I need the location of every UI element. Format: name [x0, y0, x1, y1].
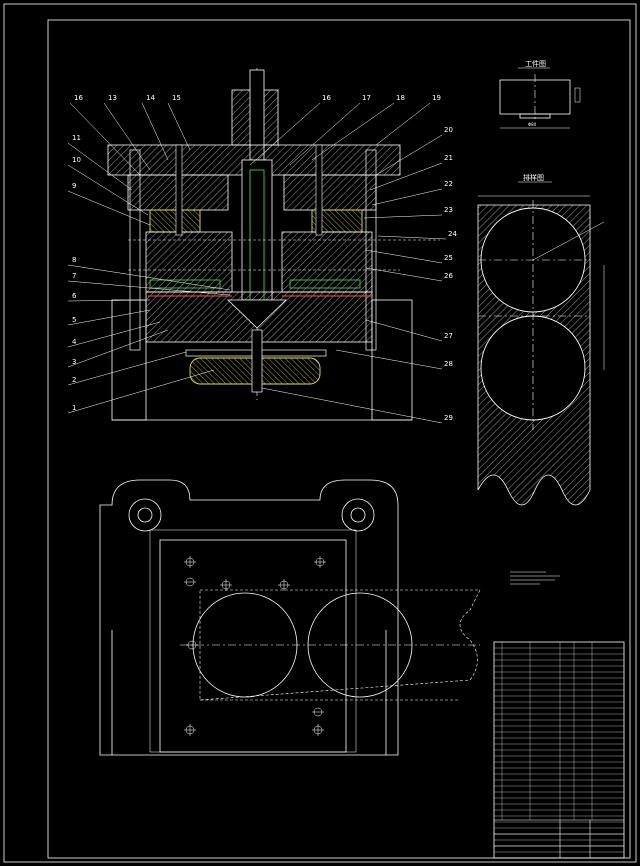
callout-label-21: 21 [444, 154, 453, 162]
layout-title: 排样图 [523, 173, 544, 182]
callout-leader-14 [141, 102, 169, 161]
punch-retainer-left [145, 231, 233, 293]
die-plate-inner [149, 529, 357, 753]
workpiece-thickness-mark [574, 87, 581, 103]
bolt-left [175, 144, 183, 236]
die-assembly-section [107, 68, 440, 421]
callout-label-4: 4 [72, 338, 77, 346]
callout-leader-3 [67, 329, 169, 368]
upper-block-right [283, 174, 377, 211]
callout-label-28: 28 [444, 360, 453, 368]
callout-leader-9 [67, 190, 151, 226]
callout-label-8: 8 [72, 256, 76, 264]
bolt-right [315, 144, 323, 236]
callout-leader-1 [67, 369, 215, 414]
callout-label-14: 14 [146, 94, 155, 102]
strip-layout: 排样图 [477, 173, 605, 506]
punch-retainer-right [281, 231, 373, 293]
guide-hole-left-inner [137, 507, 153, 523]
callout-leader-16 [249, 102, 321, 166]
callout-leader-2 [67, 351, 187, 386]
inner-border [47, 19, 631, 859]
technical-notes [510, 571, 560, 585]
callout-leader-26 [365, 267, 443, 282]
callout-leader-11 [67, 142, 133, 191]
callout-label-23: 23 [444, 206, 453, 214]
callout-label-22: 22 [444, 180, 453, 188]
guide-hole-right-inner [350, 507, 366, 523]
outer-border [3, 3, 637, 863]
callout-label-25: 25 [444, 254, 453, 262]
callout-leader-24 [377, 235, 447, 240]
callout-leader-13 [103, 102, 151, 171]
callout-label-3: 3 [72, 358, 76, 366]
strip-diag-leader [532, 221, 605, 261]
callout-leader-16 [69, 102, 141, 176]
callout-label-6: 6 [72, 292, 77, 300]
callout-leader-22 [371, 188, 443, 206]
callout-leader-25 [365, 249, 443, 264]
guide-post-left [129, 149, 141, 351]
callout-leader-6 [67, 299, 151, 302]
workpiece-title: 工件图 [525, 59, 546, 68]
guide-hole-left [128, 498, 162, 532]
callout-label-24: 24 [448, 230, 457, 238]
callout-leader-27 [365, 319, 443, 342]
callout-label-26: 26 [444, 272, 453, 280]
callout-leader-7 [67, 280, 231, 296]
left-callouts: 16 13 14 15 11 10 9 8 7 6 5 4 3 2 1 [67, 94, 231, 414]
guide-hole-right [341, 498, 375, 532]
right-callouts: 16 17 18 19 20 21 22 23 24 25 26 27 28 29 [249, 94, 457, 424]
callout-label-17: 17 [362, 94, 371, 102]
callout-leader-10 [67, 164, 149, 216]
callout-leader-28 [335, 349, 443, 370]
callout-leader-23 [363, 214, 443, 219]
callout-label-7: 7 [72, 272, 76, 280]
callout-label-20: 20 [444, 126, 453, 134]
plan-view [99, 479, 481, 756]
lower-base-left [111, 299, 147, 421]
callout-label-15: 15 [172, 94, 181, 102]
upper-rubber-left [149, 209, 201, 233]
callout-label-11: 11 [72, 134, 81, 142]
callout-leader-29 [261, 387, 443, 424]
callout-label-13: 13 [108, 94, 117, 102]
callout-label-16: 16 [74, 94, 83, 102]
callout-label-1: 1 [72, 404, 76, 412]
callout-label-27: 27 [444, 332, 453, 340]
stripper-plate-left [149, 279, 221, 289]
callout-label-19: 19 [432, 94, 441, 102]
callout-label-5: 5 [72, 316, 76, 324]
pin-marks [184, 556, 326, 736]
workpiece-dimension: Φ80 [528, 122, 537, 127]
buffer-bolt [251, 329, 263, 393]
stripper-plate-right [289, 279, 361, 289]
callout-label-29: 29 [444, 414, 453, 422]
workpiece-drawing: 工件图 Φ80 [499, 59, 581, 129]
callout-leader-8 [67, 264, 231, 291]
strip-plan [199, 589, 481, 701]
callout-leader-5 [67, 309, 151, 326]
callout-label-10: 10 [72, 156, 81, 164]
callout-leader-18 [311, 102, 395, 161]
callout-label-18: 18 [396, 94, 405, 102]
bill-of-materials [493, 641, 625, 859]
lower-die-plan-outline [99, 479, 399, 756]
callout-label-9: 9 [72, 182, 76, 190]
callout-label-16: 16 [322, 94, 331, 102]
callout-leader-15 [167, 102, 191, 151]
center-ejector [249, 169, 265, 301]
callout-label-2: 2 [72, 376, 76, 384]
callout-leader-20 [375, 134, 443, 176]
callout-leader-4 [67, 321, 161, 348]
workpiece-bottom [519, 113, 551, 119]
die-cavity [227, 299, 287, 329]
callout-leader-21 [369, 162, 443, 191]
callout-leader-17 [289, 102, 361, 166]
callout-leader-19 [375, 102, 431, 146]
